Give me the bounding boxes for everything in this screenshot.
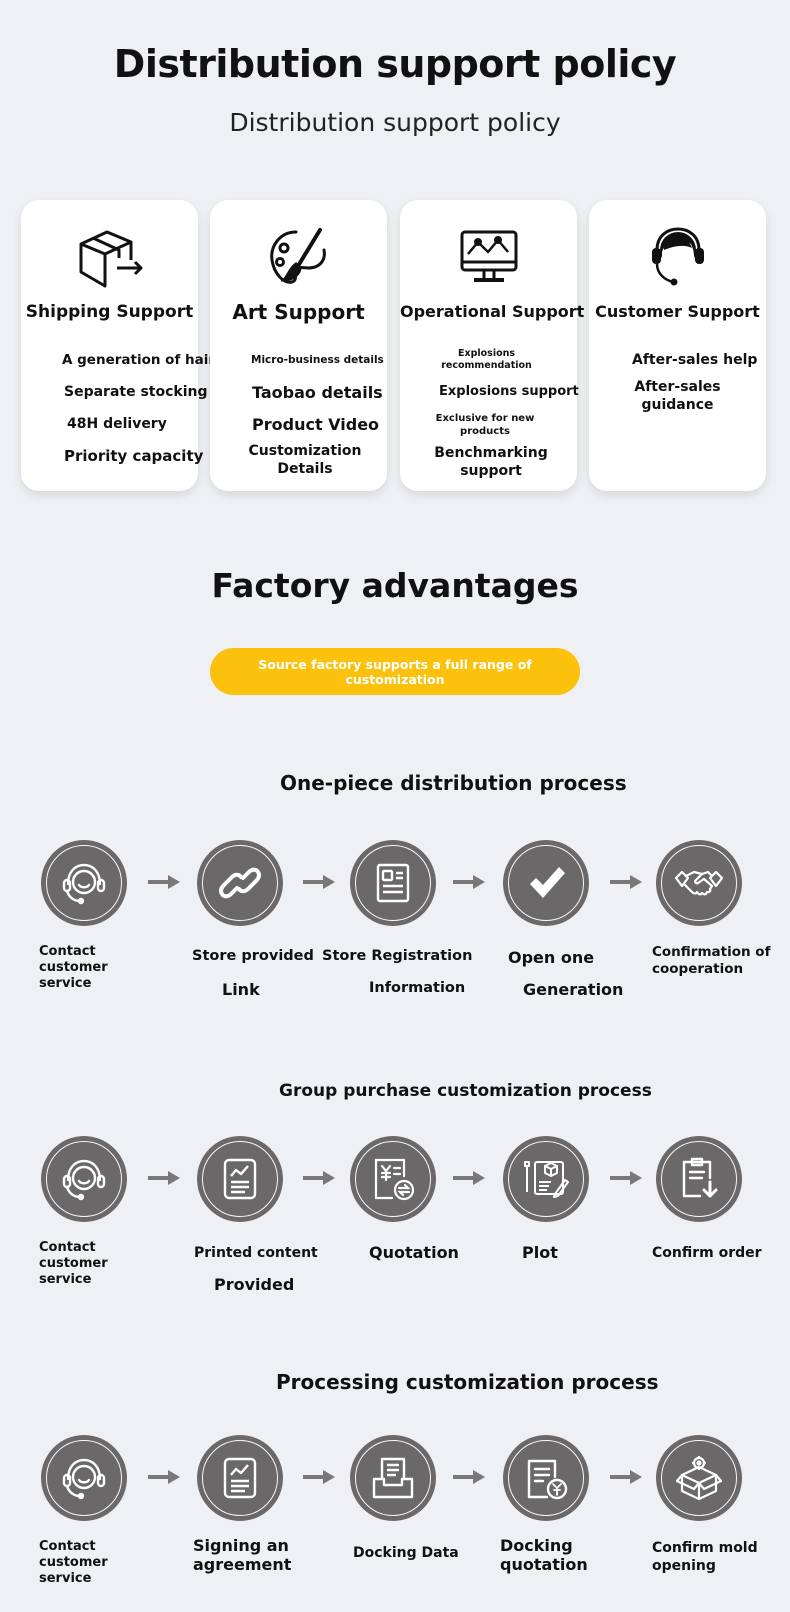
step-label: Confirmation of cooperation bbox=[652, 944, 771, 977]
step-circle bbox=[351, 841, 435, 925]
step-label-2: Generation bbox=[523, 980, 624, 999]
headset-icon bbox=[62, 863, 106, 905]
palette-brush-icon bbox=[269, 228, 326, 284]
card-line: Taobao details bbox=[252, 383, 383, 402]
step-circle bbox=[504, 1436, 588, 1520]
process-title: One-piece distribution process bbox=[280, 771, 627, 795]
document-chart-icon bbox=[223, 1457, 257, 1499]
card-line: A generation of hair bbox=[62, 352, 216, 368]
customization-pill: Source factory supports a full range of … bbox=[210, 648, 580, 695]
factory-title: Factory advantages bbox=[211, 566, 579, 605]
step-label: Docking Data bbox=[353, 1545, 459, 1561]
arrow-icon bbox=[303, 1470, 335, 1484]
arrow-icon bbox=[148, 1171, 180, 1185]
step-label: Docking quotation bbox=[500, 1536, 588, 1574]
step-label: Printed content bbox=[194, 1245, 318, 1261]
card-line: Priority capacity bbox=[64, 447, 204, 465]
card-line: Explosions recommendation bbox=[441, 348, 532, 371]
step-label: Open one bbox=[508, 948, 595, 967]
handshake-icon bbox=[674, 870, 724, 896]
step-label: Confirm mold opening bbox=[652, 1540, 758, 1574]
page-subtitle: Distribution support policy bbox=[229, 108, 561, 137]
arrow-icon bbox=[610, 875, 642, 889]
card-line: Separate stocking bbox=[64, 384, 208, 400]
card-line: After-sales guidance bbox=[634, 379, 721, 413]
id-card-icon bbox=[376, 863, 410, 903]
card-title: Customer Support bbox=[595, 302, 760, 321]
step-label-2: Link bbox=[222, 980, 260, 999]
box-gear-icon bbox=[675, 1456, 723, 1501]
card-operational-support: Operational Support Explosions recommend… bbox=[400, 200, 585, 491]
document-chart-icon bbox=[223, 1158, 257, 1200]
process-title: Group purchase customization process bbox=[279, 1081, 652, 1101]
arrow-icon bbox=[303, 1171, 335, 1185]
clipboard-download-icon bbox=[682, 1157, 718, 1198]
step-label: Quotation bbox=[369, 1243, 459, 1262]
step-label: Confirm order bbox=[652, 1245, 762, 1261]
arrow-icon bbox=[453, 1470, 485, 1484]
card-title: Art Support bbox=[232, 300, 365, 324]
step-circle bbox=[42, 1137, 126, 1221]
step-label: Signing an agreement bbox=[193, 1536, 292, 1574]
card-customer-support: Customer Support After-sales help After-… bbox=[589, 200, 766, 491]
step-label: Contact customer service bbox=[39, 1240, 108, 1287]
card-shipping-support: Shipping Support A generation of hair Se… bbox=[21, 200, 215, 491]
link-icon bbox=[218, 867, 262, 899]
quotation-yen-icon bbox=[374, 1158, 415, 1201]
card-line: Product Video bbox=[252, 415, 380, 434]
step-label: Contact customer service bbox=[39, 944, 108, 991]
step-label-2: Provided bbox=[214, 1275, 295, 1294]
arrow-icon bbox=[303, 875, 335, 889]
step-circle bbox=[657, 1436, 741, 1520]
step-label-2: Information bbox=[369, 980, 466, 996]
headset-icon bbox=[62, 1458, 106, 1500]
arrow-icon bbox=[610, 1470, 642, 1484]
step-circle bbox=[351, 1436, 435, 1520]
step-circle bbox=[198, 1436, 282, 1520]
step-label: Store Registration bbox=[322, 948, 473, 964]
card-line: 48H delivery bbox=[67, 416, 167, 432]
printer-tray-icon bbox=[372, 1457, 414, 1499]
step-label: Contact customer service bbox=[39, 1539, 108, 1586]
arrow-icon bbox=[148, 875, 180, 889]
step-circle bbox=[198, 1137, 282, 1221]
card-line: Micro-business details bbox=[251, 354, 384, 366]
page-title: Distribution support policy bbox=[113, 42, 677, 86]
card-line: Benchmarking support bbox=[434, 445, 548, 479]
step-label: Store provided bbox=[192, 948, 314, 964]
arrow-icon bbox=[453, 1171, 485, 1185]
card-line: Explosions support bbox=[439, 384, 579, 399]
checkmark-icon bbox=[530, 867, 565, 898]
step-label: Plot bbox=[522, 1243, 558, 1262]
arrow-icon bbox=[148, 1470, 180, 1484]
headset-agent-icon bbox=[651, 227, 704, 286]
step-circle bbox=[42, 1436, 126, 1520]
card-art-support: Art Support Micro-business details Taoba… bbox=[210, 200, 387, 491]
step-circle bbox=[351, 1137, 435, 1221]
step-circle bbox=[657, 841, 741, 925]
card-line: After-sales help bbox=[632, 352, 758, 368]
box-delivery-icon bbox=[79, 230, 142, 288]
card-line: Customization Details bbox=[248, 443, 362, 477]
process-title: Processing customization process bbox=[276, 1370, 659, 1394]
arrow-icon bbox=[453, 875, 485, 889]
quotation-doc-yen-icon bbox=[527, 1459, 568, 1500]
headset-icon bbox=[62, 1159, 106, 1201]
step-circle bbox=[42, 841, 126, 925]
monitor-chart-icon bbox=[460, 230, 517, 282]
card-line: Exclusive for new products bbox=[435, 413, 535, 437]
step-circle bbox=[657, 1137, 741, 1221]
step-circle bbox=[504, 841, 588, 925]
card-title: Shipping Support bbox=[25, 302, 194, 322]
step-circle bbox=[504, 1137, 588, 1221]
card-title: Operational Support bbox=[400, 302, 585, 321]
step-circle bbox=[198, 841, 282, 925]
plot-drawing-icon bbox=[524, 1161, 569, 1198]
arrow-icon bbox=[610, 1171, 642, 1185]
